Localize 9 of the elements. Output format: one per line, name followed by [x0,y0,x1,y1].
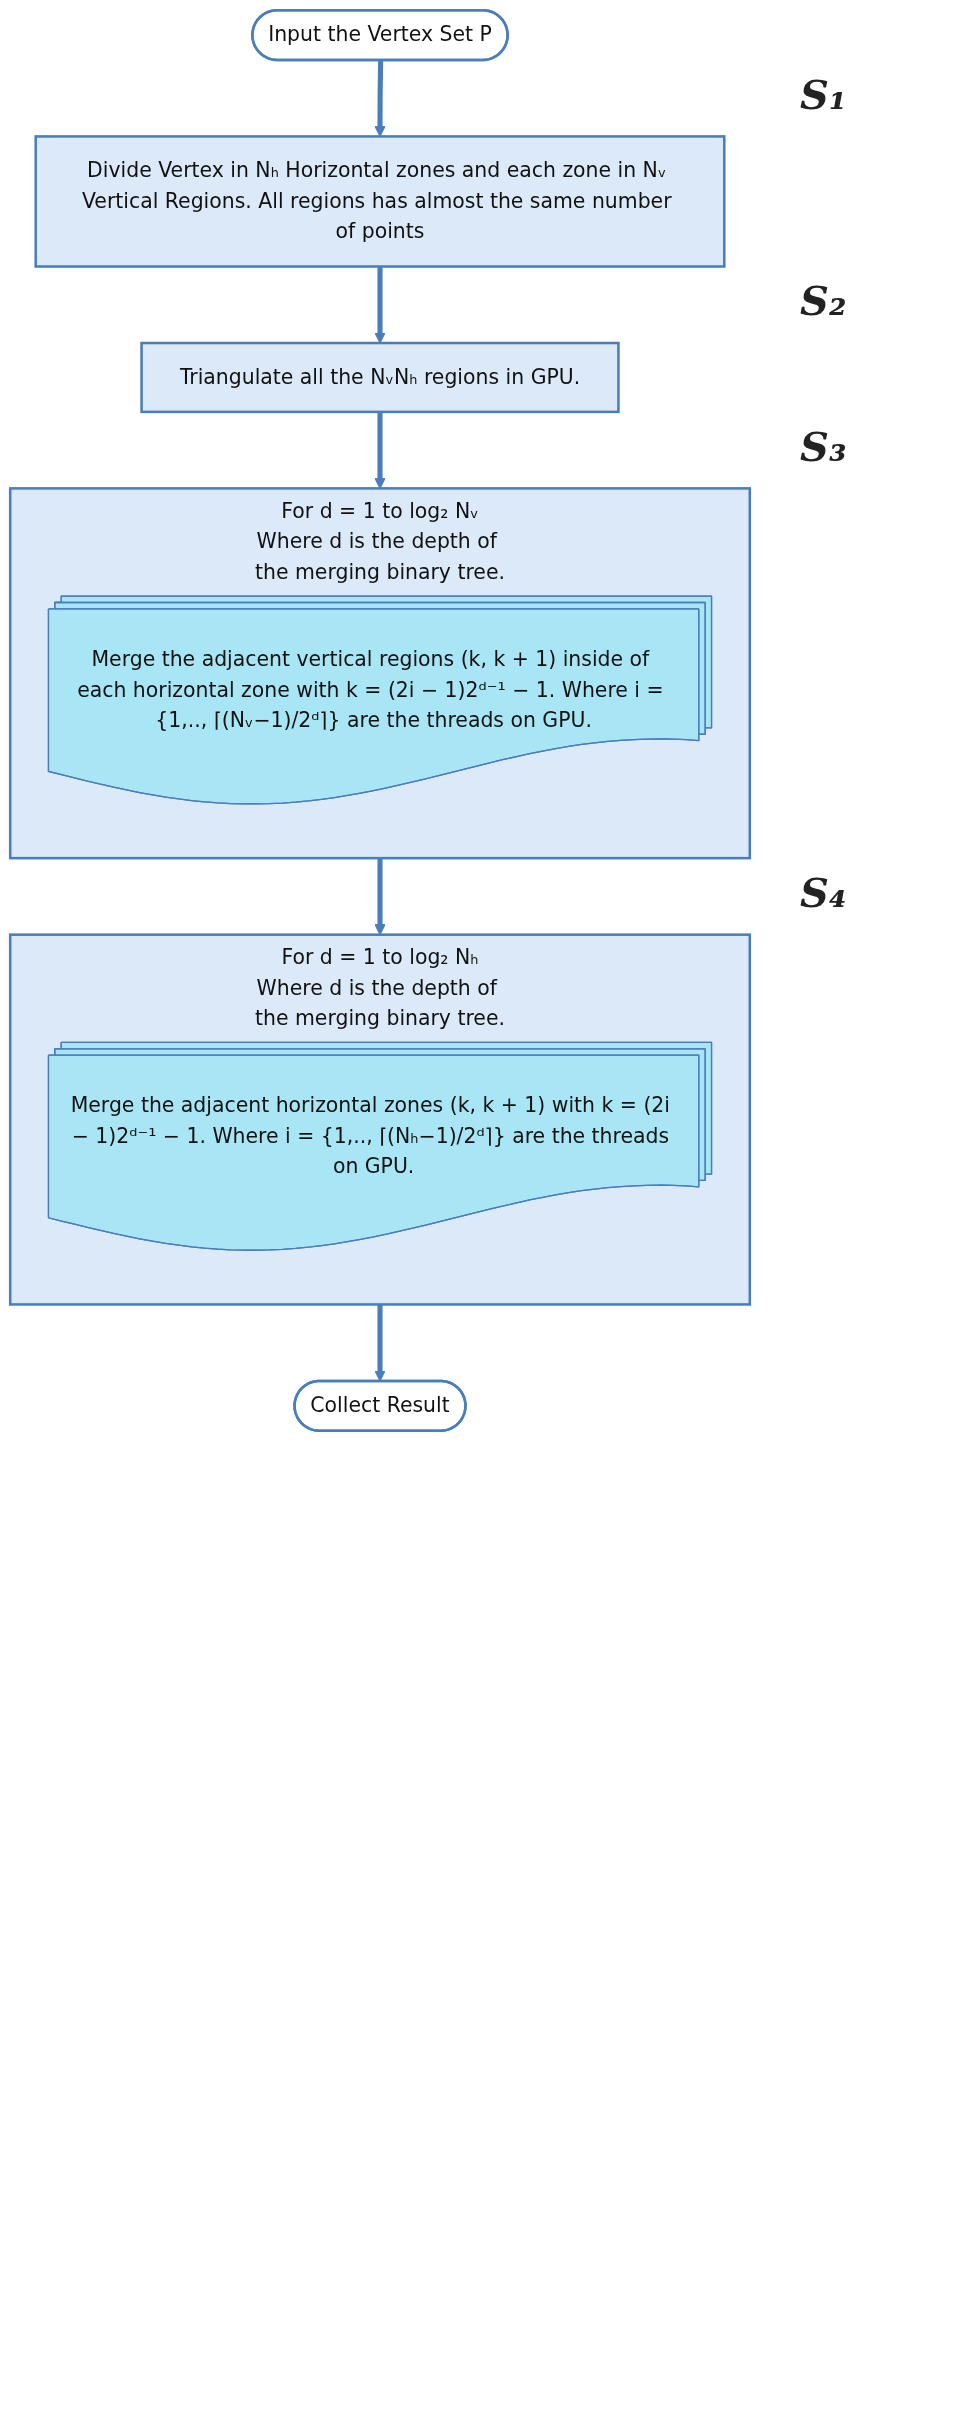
node-box: Divide Vertex in Nₕ Horizontal zones and each zone in Nᵥ Vertical Regions. All regions has almost the same number of points [34,135,726,268]
arrow [374,411,386,489]
arrow [374,60,386,137]
stage-label: S₁ [800,70,847,118]
stage-label: S₃ [800,422,847,470]
stage-label: S₂ [800,277,847,325]
stage-label: S₄ [800,868,847,916]
node-box: Triangulate all the NᵥNₕ regions in GPU. [140,341,620,414]
arrow [374,266,386,344]
